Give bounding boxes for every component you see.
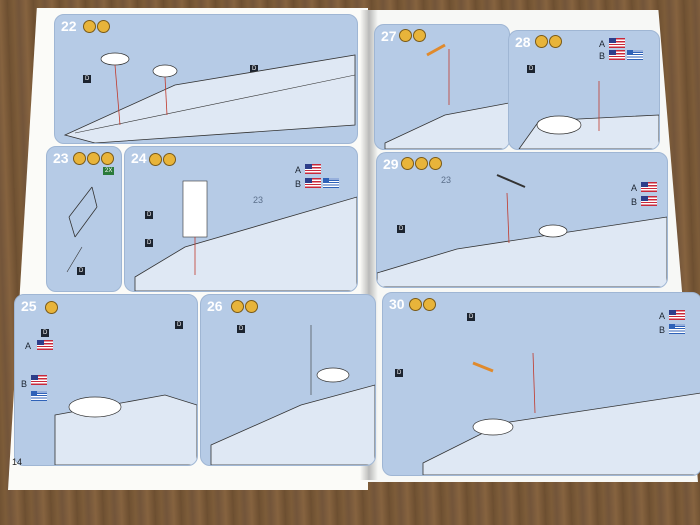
decal-tag: D	[41, 329, 50, 337]
paint-chip-icon	[83, 20, 96, 33]
greek-flag-icon	[627, 50, 643, 60]
step-number: 27	[381, 28, 397, 44]
us-flag-icon	[641, 196, 657, 206]
step-number: 28	[515, 34, 531, 50]
paint-chip-icon	[87, 152, 100, 165]
step-number: 29	[383, 156, 399, 172]
marking-option-a: A	[599, 39, 606, 49]
decal-tag: D	[527, 65, 536, 73]
marking-option-a: A	[631, 183, 638, 193]
subassembly-ref: 23	[441, 175, 452, 185]
paint-chip-icon	[73, 152, 86, 165]
step-number: 23	[53, 150, 69, 166]
page-number: 14	[12, 457, 23, 467]
step-number: 26	[207, 298, 223, 314]
us-flag-icon	[305, 178, 321, 188]
decal-tag: D	[237, 325, 246, 333]
us-flag-icon	[305, 164, 321, 174]
decal-tag: D	[77, 267, 86, 275]
step-28-panel: 28 A B D	[508, 30, 660, 150]
ship-hull-drawing	[63, 52, 356, 143]
paint-chip-icon	[415, 157, 428, 170]
paint-chip-icon	[163, 153, 176, 166]
marking-option-b: B	[21, 379, 28, 389]
marking-option-a: A	[25, 341, 32, 351]
us-flag-icon	[37, 340, 53, 350]
decal-tag: D	[175, 321, 184, 329]
decal-tag: D	[395, 369, 404, 377]
step-number: 30	[389, 296, 405, 312]
step-24-panel: 24 A B 23 D D	[124, 146, 358, 292]
decal-tag: D	[145, 239, 154, 247]
multiplier-tag: 2X	[103, 167, 115, 175]
us-flag-icon	[641, 182, 657, 192]
paint-chip-icon	[429, 157, 442, 170]
paint-chip-icon	[413, 29, 426, 42]
ship-hull-drawing	[377, 174, 667, 287]
paint-chip-icon	[101, 152, 114, 165]
decal-tag: D	[145, 211, 154, 219]
greek-flag-icon	[323, 178, 339, 188]
us-flag-icon	[609, 50, 625, 60]
greek-flag-icon	[669, 324, 685, 334]
step-23-panel: 23 2X D	[46, 146, 122, 292]
marking-option-a: A	[659, 311, 666, 321]
paint-chip-icon	[245, 300, 258, 313]
step-22-panel: 22 D D	[54, 14, 358, 144]
step-number: 25	[21, 298, 37, 314]
paint-chip-icon	[535, 35, 548, 48]
paint-chip-icon	[231, 300, 244, 313]
ship-hull-drawing	[422, 352, 700, 475]
greek-flag-icon	[31, 391, 47, 401]
step-number: 24	[131, 150, 147, 166]
decal-tag: D	[83, 75, 92, 83]
marking-option-b: B	[295, 179, 302, 189]
decal-tag: D	[397, 225, 406, 233]
step-25-panel: 25 D A B D	[14, 294, 198, 466]
us-flag-icon	[31, 375, 47, 385]
ship-hull-drawing	[518, 81, 659, 149]
step-26-panel: 26 D	[200, 294, 376, 466]
paint-chip-icon	[401, 157, 414, 170]
paint-chip-icon	[423, 298, 436, 311]
step-29-panel: 29 23 A B D	[376, 152, 668, 288]
marking-option-b: B	[631, 197, 638, 207]
paint-chip-icon	[549, 35, 562, 48]
step-number: 22	[61, 18, 77, 34]
step-30-panel: 30 A B D D	[382, 292, 700, 476]
paint-chip-icon	[399, 29, 412, 42]
paint-chip-icon	[45, 301, 58, 314]
paint-chip-icon	[409, 298, 422, 311]
us-flag-icon	[609, 38, 625, 48]
paint-chip-icon	[97, 20, 110, 33]
us-flag-icon	[669, 310, 685, 320]
step-27-panel: 27	[374, 24, 510, 150]
ship-hull-drawing	[134, 180, 357, 291]
paint-chip-icon	[149, 153, 162, 166]
decal-tag: D	[467, 313, 476, 321]
marking-option-b: B	[599, 51, 606, 61]
subassembly-ref: 23	[253, 195, 264, 205]
ship-hull-drawing	[210, 325, 375, 465]
decal-tag: D	[250, 65, 259, 73]
marking-option-a: A	[295, 165, 302, 175]
marking-option-b: B	[659, 325, 666, 335]
